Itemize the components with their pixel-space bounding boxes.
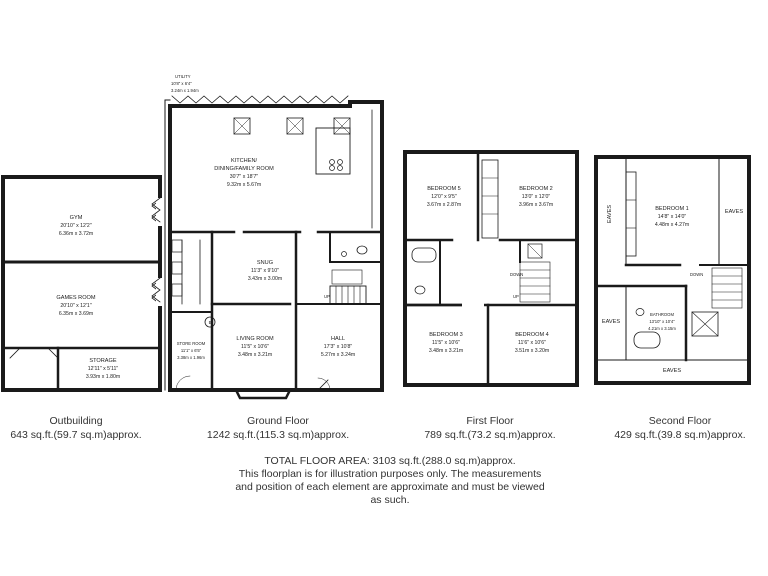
bedroom1-name: BEDROOM 1 [655, 206, 689, 212]
floor-area: 643 sq.ft.(59.7 sq.m)approx. [10, 429, 142, 441]
first-down-marker: DOWN [510, 272, 523, 277]
living-room-name: LIVING ROOM [236, 336, 274, 342]
disclaimer-line: This floorplan is for illustration purpo… [238, 468, 542, 480]
utility-dim-imperial: 10'8" x 6'4" [171, 81, 192, 86]
games-room-name: GAMES ROOM [56, 295, 95, 301]
floor-name: Second Floor [648, 415, 712, 427]
store-room-dim-imperial: 11'1" x 6'5" [181, 348, 202, 353]
floor-area: 429 sq.ft.(39.8 sq.m)approx. [614, 429, 746, 441]
games-room-dim-imperial: 20'10" x 12'1" [60, 303, 91, 309]
ground-up-marker: UP [324, 294, 330, 299]
eaves-bottom-label: EAVES [663, 368, 682, 374]
bedroom1-dim-imperial: 14'8" x 14'0" [658, 214, 687, 220]
hall-dim-metric: 5.27m x 3.24m [321, 352, 355, 358]
kitchen-name-line2: DINING/FAMILY ROOM [214, 166, 274, 172]
first-up-marker: UP [513, 294, 519, 299]
boiler-marker: B [209, 320, 212, 325]
floor-label-ground: Ground Floor 1242 sq.ft.(115.3 sq.m)appr… [188, 414, 368, 442]
floor-name: First Floor [466, 415, 514, 427]
bedroom5-dim-imperial: 12'0" x 9'5" [431, 194, 457, 200]
ground-floor-plan [164, 95, 384, 400]
floor-area: 1242 sq.ft.(115.3 sq.m)approx. [206, 429, 350, 441]
store-room-name: STORE ROOM [177, 341, 206, 346]
bedroom5-dim-metric: 3.67m x 2.87m [427, 202, 461, 208]
hall-name: HALL [331, 336, 345, 342]
utility-dim-metric: 3.24m x 1.94m [171, 88, 199, 93]
floor-area: 789 sq.ft.(73.2 sq.m)approx. [424, 429, 556, 441]
games-room-dim-metric: 6.35m x 3.69m [59, 311, 93, 317]
bedroom3-name: BEDROOM 3 [429, 332, 463, 338]
kitchen-name-line1: KITCHEN/ [231, 158, 258, 164]
first-floor-plan [403, 150, 579, 387]
bedroom2-dim-metric: 3.96m x 3.67m [519, 202, 553, 208]
living-room-dim-imperial: 11'5" x 10'6" [241, 344, 269, 350]
floor-label-second: Second Floor 429 sq.ft.(39.8 sq.m)approx… [590, 414, 768, 442]
second-floor-plan [594, 155, 751, 385]
bedroom5-name: BEDROOM 5 [427, 186, 461, 192]
gym-name: GYM [70, 215, 83, 221]
snug-dim-metric: 3.43m x 3.00m [248, 276, 282, 282]
bedroom4-dim-imperial: 11'6" x 10'6" [518, 340, 546, 346]
storage-dim-metric: 3.93m x 1.80m [86, 374, 120, 380]
second-down-marker: DOWN [690, 272, 703, 277]
floor-label-outbuilding: Outbuilding 643 sq.ft.(59.7 sq.m)approx. [0, 414, 166, 442]
total-floor-area: TOTAL FLOOR AREA: 3103 sq.ft.(288.0 sq.m… [264, 455, 516, 467]
store-room-dim-metric: 3.38m x 1.96m [177, 355, 205, 360]
snug-name: SNUG [257, 260, 273, 266]
bathroom-dim-imperial: 13'10" x 10'4" [649, 319, 675, 324]
storage-name: STORAGE [89, 358, 117, 364]
bedroom4-name: BEDROOM 4 [515, 332, 549, 338]
eaves-mid-label: EAVES [602, 319, 621, 325]
bathroom-name: BATHROOM [650, 312, 674, 317]
living-room-dim-metric: 3.48m x 3.21m [238, 352, 272, 358]
disclaimer-line: and position of each element are approxi… [235, 481, 545, 493]
disclaimer: TOTAL FLOOR AREA: 3103 sq.ft.(288.0 sq.m… [190, 455, 590, 507]
disclaimer-line: as such. [370, 494, 410, 506]
bedroom2-name: BEDROOM 2 [519, 186, 553, 192]
eaves-right-label: EAVES [725, 209, 744, 215]
floor-name: Outbuilding [49, 415, 103, 427]
outbuilding-plan [1, 175, 162, 392]
gym-dim-imperial: 20'10" x 12'2" [60, 223, 91, 229]
floor-name: Ground Floor [247, 415, 309, 427]
kitchen-dim-imperial: 30'7" x 18'7" [230, 174, 259, 180]
utility-name: UTILITY [175, 74, 191, 79]
hall-dim-imperial: 17'3" x 10'8" [324, 344, 353, 350]
gym-dim-metric: 6.36m x 3.72m [59, 231, 93, 237]
floor-label-first: First Floor 789 sq.ft.(73.2 sq.m)approx. [400, 414, 580, 442]
kitchen-dim-metric: 9.32m x 5.67m [227, 182, 261, 188]
bedroom1-dim-metric: 4.48m x 4.27m [655, 222, 689, 228]
bedroom4-dim-metric: 3.51m x 3.20m [515, 348, 549, 354]
bedroom3-dim-metric: 3.48m x 3.21m [429, 348, 463, 354]
bedroom3-dim-imperial: 11'5" x 10'6" [432, 340, 460, 346]
bathroom-dim-metric: 4.21m x 3.15m [648, 326, 676, 331]
eaves-left-label: EAVES [607, 205, 613, 224]
storage-dim-imperial: 12'11" x 5'11" [88, 366, 119, 372]
bedroom2-dim-imperial: 13'0" x 12'0" [522, 194, 551, 200]
snug-dim-imperial: 11'3" x 9'10" [251, 268, 279, 274]
